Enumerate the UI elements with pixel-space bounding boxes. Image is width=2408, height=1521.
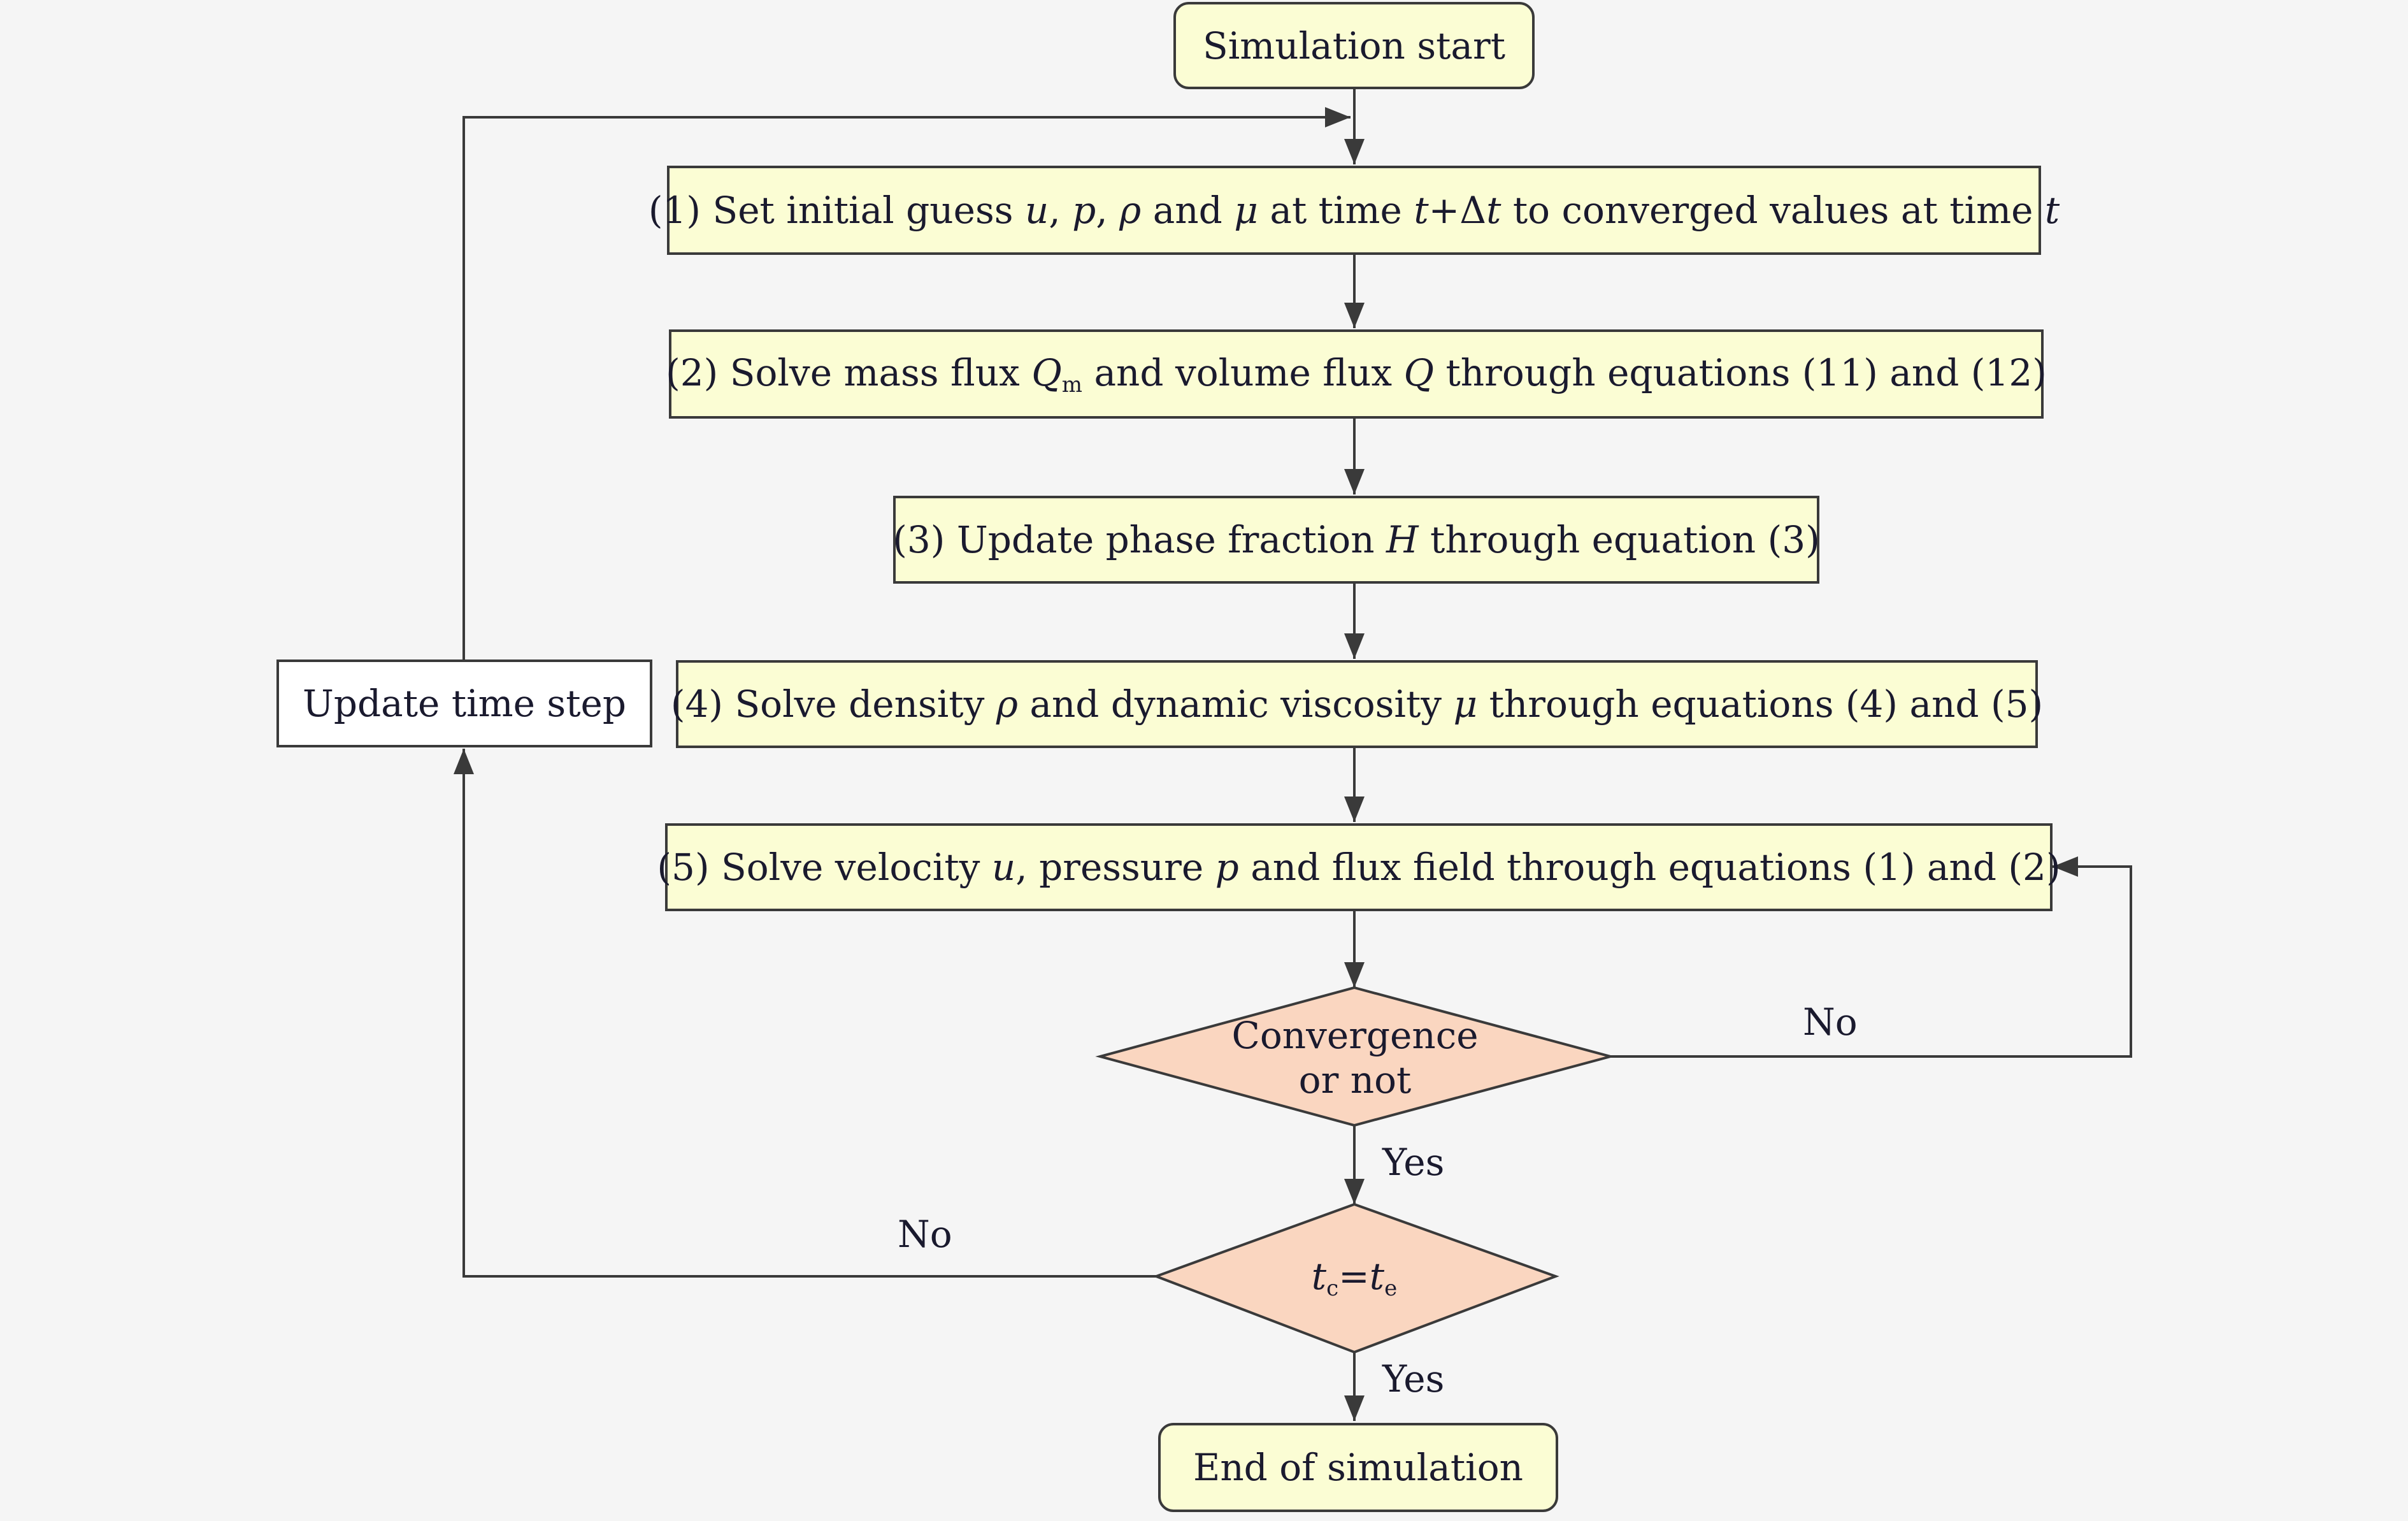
step-5-var-u: u — [991, 846, 1016, 889]
decision-time-var-t: t — [1311, 1255, 1327, 1298]
step-1-text-d: and — [1141, 189, 1235, 232]
label-no-time: No — [898, 1213, 952, 1256]
step-3-text-a: (3) Update phase fraction — [892, 518, 1387, 561]
step-4-text-a: (4) Solve density — [670, 682, 996, 726]
decision-time-equals: = — [1338, 1255, 1370, 1298]
step-5-text-b: , pressure — [1015, 846, 1215, 889]
arrow-decision1-no — [1610, 856, 2132, 1058]
step-1-var-t3: t — [2044, 189, 2060, 232]
step-4-box: (4) Solve density ρ and dynamic viscosit… — [671, 660, 2043, 748]
decision-time-subscript-c: c — [1326, 1276, 1339, 1301]
step-2-text-a: (2) Solve mass flux — [666, 350, 1032, 394]
step-4-text-c: through equations (4) and (5) — [1477, 682, 2044, 726]
step-1-var-t2: t — [1486, 189, 1501, 232]
step-4-var-rho: ρ — [996, 682, 1018, 726]
step-1-var-mu: μ — [1234, 189, 1258, 232]
step-1-var-rho: ρ — [1119, 189, 1142, 232]
step-4-var-mu: μ — [1453, 682, 1478, 726]
label-yes-convergence: Yes — [1382, 1141, 1445, 1184]
start-label: Simulation start — [1202, 24, 1506, 68]
step-1-text-g: to converged values at time — [1501, 189, 2045, 232]
end-box: End of simulation — [1158, 1423, 1558, 1512]
step-1-text-a: (1) Set initial guess — [648, 189, 1025, 232]
step-1-text-c: , — [1096, 189, 1120, 232]
step-5-text-a: (5) Solve velocity — [657, 846, 992, 889]
step-1-box: (1) Set initial guess u, p, ρ and μ at t… — [649, 166, 2060, 255]
arrow-update-to-step1 — [462, 107, 1351, 660]
update-time-step-box: Update time step — [276, 660, 652, 747]
step-3-label: (3) Update phase fraction H through equa… — [892, 518, 1820, 561]
decision-time-var-t2: t — [1369, 1255, 1385, 1298]
step-5-text-c: and flux field through equations (1) and… — [1238, 846, 2061, 889]
step-3-box: (3) Update phase fraction H through equa… — [892, 496, 1820, 584]
decision-convergence-shape — [1095, 986, 1616, 1127]
step-4-text-b: and dynamic viscosity — [1017, 682, 1454, 726]
step-1-var-t: t — [1414, 189, 1429, 232]
decision-convergence-line2: or not — [1298, 1058, 1412, 1102]
step-3-text-b: through equation (3) — [1418, 518, 1820, 561]
step-5-box: (5) Solve velocity u, pressure p and flu… — [657, 823, 2061, 911]
update-time-step-label: Update time step — [303, 682, 626, 725]
step-2-subscript-m: m — [1061, 371, 1083, 398]
step-2-box: (2) Solve mass flux Qm and volume flux Q… — [666, 329, 2047, 419]
step-2-var-Q2: Q — [1403, 350, 1435, 394]
step-1-var-u: u — [1024, 189, 1049, 232]
step-1-label: (1) Set initial guess u, p, ρ and μ at t… — [649, 189, 2060, 232]
label-no-convergence: No — [1803, 1000, 1858, 1044]
step-1-var-p: p — [1072, 189, 1096, 232]
arrow-decision2-no — [454, 749, 1156, 1278]
step-1-text-f: +Δ — [1428, 189, 1487, 232]
end-label: End of simulation — [1193, 1446, 1523, 1489]
step-1-text-e: at time — [1258, 189, 1414, 232]
step-2-text-c: through equations (11) and (12) — [1434, 350, 2047, 394]
decision-convergence-label: Convergence or not — [1164, 1013, 1546, 1102]
start-box: Simulation start — [1173, 2, 1535, 89]
step-2-var-Q: Q — [1031, 350, 1062, 394]
step-4-label: (4) Solve density ρ and dynamic viscosit… — [671, 682, 2043, 726]
decision-time-subscript-e: e — [1384, 1276, 1398, 1301]
step-5-var-p: p — [1215, 846, 1239, 889]
label-yes-time: Yes — [1382, 1357, 1445, 1401]
decision-time-label: tc=te — [1227, 1254, 1482, 1311]
step-2-text-b: and volume flux — [1082, 350, 1404, 394]
decision-convergence-line1: Convergence — [1231, 1014, 1479, 1057]
step-1-text-b: , — [1049, 189, 1073, 232]
decision-time-shape — [1152, 1202, 1559, 1354]
step-2-label: (2) Solve mass flux Qm and volume flux Q… — [666, 351, 2047, 398]
step-3-var-H: H — [1386, 518, 1419, 561]
step-5-label: (5) Solve velocity u, pressure p and flu… — [657, 846, 2060, 889]
